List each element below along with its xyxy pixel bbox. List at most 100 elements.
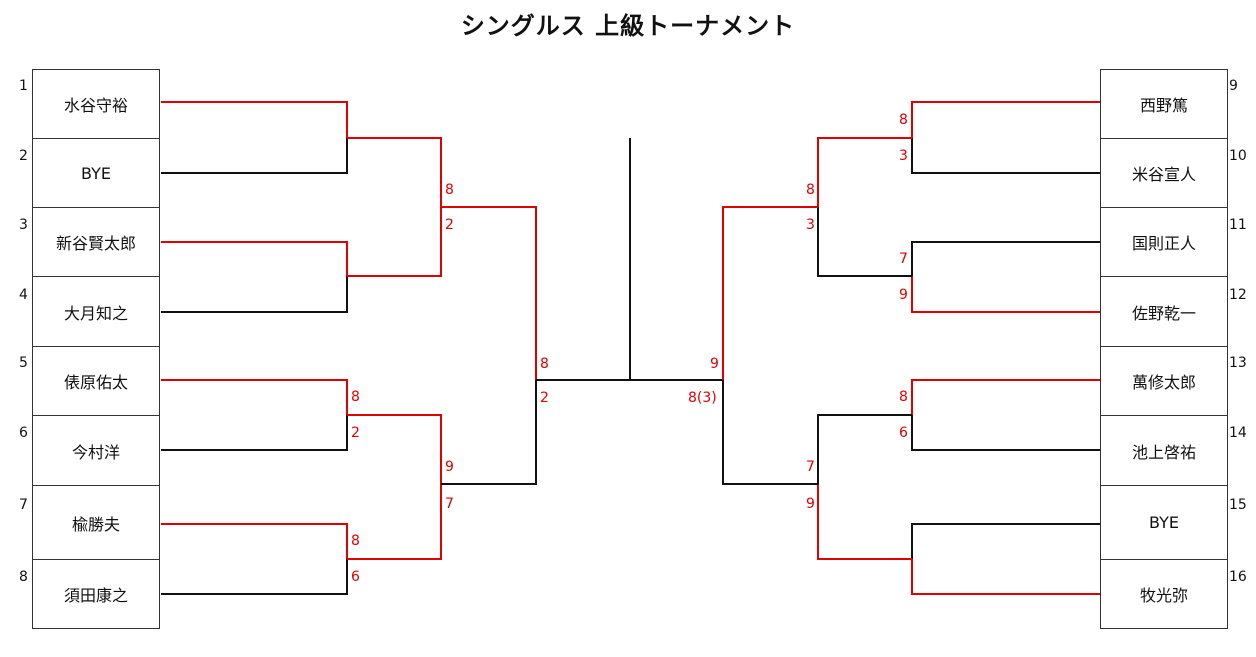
line-r-p13 (911, 379, 1100, 415)
line-l-p1 (161, 101, 348, 138)
match-score: 9 (899, 287, 908, 303)
line-r-p11 (911, 241, 1100, 276)
line-r-r2a (817, 137, 912, 207)
match-score: 8 (540, 356, 549, 372)
player-box: 萬修太郎 (1100, 346, 1228, 416)
match-score: 8 (351, 389, 360, 405)
line-r-r2c (817, 414, 912, 484)
match-score: 2 (445, 217, 454, 233)
player-box: 牧光弥 (1100, 559, 1228, 629)
player-name: 池上啓祐 (1131, 442, 1196, 462)
line-r-r2b (817, 207, 912, 277)
match-score: 8 (351, 533, 360, 549)
line-r-p16 (911, 559, 1100, 595)
player-box: 俵原佑太 (32, 346, 160, 416)
line-l-p2 (161, 138, 348, 174)
seed-number: 14 (1229, 425, 1247, 441)
player-name: 佐野乾一 (1131, 303, 1196, 323)
match-score: 2 (351, 425, 360, 441)
match-score: 8(3) (688, 390, 717, 406)
player-box: 大月知之 (32, 276, 160, 347)
match-score: 8 (806, 182, 815, 198)
match-score: 2 (540, 390, 549, 406)
match-score: 9 (710, 356, 719, 372)
seed-number: 16 (1229, 569, 1247, 585)
player-name: 萬修太郎 (1131, 373, 1196, 392)
seed-number: 7 (19, 497, 28, 513)
match-score: 8 (899, 389, 908, 405)
player-box: 楡勝夫 (32, 485, 160, 560)
seed-number: 12 (1229, 287, 1247, 303)
line-l-r2c (347, 414, 442, 484)
player-box: BYE (32, 138, 160, 208)
player-name: BYE (1149, 513, 1179, 532)
seed-number: 9 (1229, 78, 1238, 94)
match-score: 3 (806, 217, 815, 233)
player-box: 米谷宣人 (1100, 138, 1228, 208)
match-score: 8 (899, 112, 908, 128)
line-l-p5 (161, 379, 348, 415)
line-r-p12 (911, 276, 1100, 313)
player-name: 西野篤 (1139, 96, 1188, 115)
player-box: 水谷守裕 (32, 69, 160, 139)
player-name: 俵原佑太 (63, 373, 128, 392)
player-box: 今村洋 (32, 415, 160, 486)
seed-number: 6 (19, 425, 28, 441)
match-score: 9 (806, 496, 815, 512)
player-name: 楡勝夫 (71, 514, 120, 534)
seed-number: 15 (1229, 497, 1247, 513)
player-name: 今村洋 (71, 442, 120, 462)
player-box: 国則正人 (1100, 207, 1228, 277)
player-name: 米谷宣人 (1131, 165, 1196, 184)
match-score: 6 (899, 425, 908, 441)
player-name: BYE (81, 163, 111, 183)
player-name: 須田康之 (63, 586, 128, 605)
line-r-p14 (911, 415, 1100, 451)
match-score: 6 (351, 569, 360, 585)
seed-number: 2 (19, 148, 28, 164)
line-l-p8 (161, 559, 348, 595)
match-score: 9 (445, 459, 454, 475)
seed-number: 5 (19, 355, 28, 371)
match-score: 7 (445, 496, 454, 512)
line-l-p3 (161, 241, 348, 276)
match-score: 3 (899, 148, 908, 164)
line-l-r2a (347, 137, 442, 207)
player-name: 新谷賢太郎 (55, 234, 136, 253)
line-l-p4 (161, 276, 348, 313)
seed-number: 10 (1229, 148, 1247, 164)
player-box: BYE (1100, 485, 1228, 560)
match-score: 7 (806, 459, 815, 475)
player-box: 西野篤 (1100, 69, 1228, 139)
player-box: 須田康之 (32, 559, 160, 629)
line-r-sf-bot (722, 380, 818, 485)
line-l-p6 (161, 415, 348, 451)
line-l-r2b (347, 207, 442, 277)
player-name: 牧光弥 (1139, 586, 1188, 605)
seed-number: 8 (19, 569, 28, 585)
seed-number: 3 (19, 217, 28, 233)
line-r-p9 (911, 101, 1100, 138)
player-box: 佐野乾一 (1100, 276, 1228, 347)
seed-number: 4 (19, 287, 28, 303)
match-score: 7 (899, 251, 908, 267)
line-l-sf-top (441, 206, 537, 380)
player-name: 国則正人 (1131, 234, 1196, 253)
line-r-p10 (911, 138, 1100, 174)
player-name: 大月知之 (63, 303, 128, 323)
line-l-p7 (161, 523, 348, 559)
player-box: 池上啓祐 (1100, 415, 1228, 486)
line-r-p15 (911, 523, 1100, 559)
line-l-sf-bot (441, 380, 537, 485)
page-title: シングルス 上級トーナメント (460, 12, 796, 40)
line-r-r2d (817, 484, 912, 560)
match-score: 8 (445, 182, 454, 198)
player-name: 水谷守裕 (63, 96, 128, 115)
line-r-sf-top (722, 206, 818, 380)
seed-number: 1 (19, 78, 28, 94)
player-box: 新谷賢太郎 (32, 207, 160, 277)
seed-number: 13 (1229, 355, 1247, 371)
line-l-r2d (347, 484, 442, 560)
seed-number: 11 (1229, 217, 1247, 233)
